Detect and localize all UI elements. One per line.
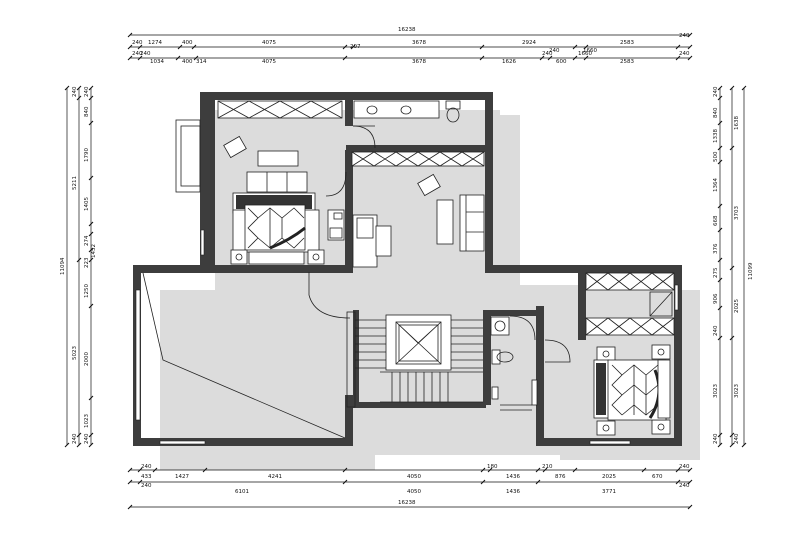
dim-right-outer-1: 3703 — [734, 206, 740, 220]
dim-bot-r1-0: 240 — [141, 464, 152, 470]
dim-bot-r2-1: 6101 — [235, 489, 249, 495]
dim-top-r1-7: 240 — [549, 48, 560, 54]
dim-top-r1-9: 2583 — [620, 40, 634, 46]
dim-bot-r2-0: 240 — [141, 483, 152, 489]
wardrobe-side-panel — [649, 291, 673, 317]
dim-left-inner-0: 240 — [84, 86, 90, 97]
wardrobe-corridor — [351, 151, 485, 167]
dim-top-r2-1: 240 — [140, 51, 151, 57]
dim-right-inner-7: 275 — [713, 267, 719, 278]
dim-bot-r1-5: 180 — [487, 464, 498, 470]
bathroom-top-fixtures — [352, 100, 461, 149]
dim-bot-r1-1: 433 — [141, 474, 152, 480]
dimensions-bottom: 240 433 1427 4241 4050 180 1436 210 876 … — [127, 464, 693, 510]
dim-bot-total: 16238 — [398, 500, 416, 506]
dim-top-r2-8: 240 — [542, 51, 553, 57]
dim-right-inner-6: 376 — [713, 243, 719, 254]
dimensions-top: 16238 240 1274 400 4075 207 3678 2924 24… — [127, 27, 693, 65]
bedroom-lower-furniture — [544, 339, 671, 436]
wardrobe-right-1 — [585, 272, 675, 291]
dim-left-inner-2: 1790 — [84, 148, 90, 162]
dim-bot-r1-10: 670 — [652, 474, 663, 480]
dim-left-inner-4: 274 — [84, 235, 90, 246]
dim-right-outer-3: 3023 — [734, 384, 740, 398]
dim-right-inner-0: 240 — [713, 86, 719, 97]
dim-right-inner-2: 1338 — [713, 129, 719, 143]
dim-bot-r2-2: 4050 — [407, 489, 421, 495]
windows — [135, 229, 679, 445]
dim-top-r2-5: 4075 — [262, 59, 276, 65]
dim-left-outer-1: 5211 — [72, 176, 78, 190]
dim-right-inner-11: 240 — [713, 433, 719, 444]
dim-top-r1-1: 1274 — [148, 40, 162, 46]
bedroom-upper-furniture — [223, 135, 345, 265]
dim-top-r2-10: 1660 — [578, 51, 592, 57]
dim-right-inner-8: 906 — [713, 293, 719, 304]
dim-top-r1-2: 400 — [182, 40, 193, 46]
dim-top-r2-9: 600 — [556, 59, 567, 65]
dim-top-r2-6: 3678 — [412, 59, 426, 65]
dim-right-inner-9: 240 — [713, 325, 719, 336]
dim-top-r1-5: 3678 — [412, 40, 426, 46]
dim-right-inner-4: 1364 — [713, 178, 719, 192]
wardrobe-top-left — [217, 100, 343, 119]
dim-left-inner-3: 1405 — [84, 197, 90, 211]
dim-left-inner-6: 223 — [84, 257, 90, 268]
bathroom-lower-fixtures — [490, 315, 538, 411]
dim-bot-r1-6: 1436 — [506, 474, 520, 480]
dim-left-inner-10: 240 — [84, 433, 90, 444]
dim-bot-r1-8: 876 — [555, 474, 566, 480]
dim-top-r1-4: 207 — [350, 44, 361, 50]
stair-elevator — [346, 311, 483, 408]
dim-left-inner-8: 2000 — [84, 352, 90, 366]
dim-top-r1-6: 2924 — [522, 40, 536, 46]
dim-left-inner-1: 840 — [84, 106, 90, 117]
dim-top-r2-12: 240 — [679, 51, 690, 57]
dim-left-outer-3: 240 — [72, 433, 78, 444]
dim-bot-r1-9: 2025 — [602, 474, 616, 480]
dim-top-r2-3: 400 — [182, 59, 193, 65]
dim-top-r1-10: 240 — [679, 33, 690, 39]
dim-bot-r2-3: 1436 — [506, 489, 520, 495]
dim-right-inner-1: 840 — [713, 107, 719, 118]
dim-top-r2-7: 1626 — [502, 59, 516, 65]
dim-bot-r1-4: 4050 — [407, 474, 421, 480]
dim-right-outer-4: 240 — [734, 433, 740, 444]
dim-left-inner-9: 1023 — [84, 414, 90, 428]
dim-right-outer-2: 2025 — [734, 299, 740, 313]
dim-left-outer-0: 240 — [72, 86, 78, 97]
dim-bot-r1-11: 240 — [679, 464, 690, 470]
dimensions-right: 11099 1638 3703 2025 3023 240 240 840 13… — [713, 85, 754, 448]
dimensions-left: 11094 240 5211 5023 240 240 840 1790 140… — [60, 85, 97, 448]
wardrobe-side-diagonal — [649, 291, 673, 317]
dim-left-total: 11094 — [60, 257, 66, 275]
dim-top-r1-8: 1660 — [583, 48, 597, 54]
stair-door-swing — [308, 272, 351, 319]
dim-right-total: 11099 — [748, 262, 754, 280]
wardrobe-right-2 — [585, 317, 675, 336]
dim-bot-r2-5: 240 — [679, 483, 690, 489]
bay-window — [175, 119, 201, 193]
dim-bot-r1-7: 210 — [542, 464, 553, 470]
dim-right-inner-10: 3023 — [713, 384, 719, 398]
dim-right-inner-5: 668 — [713, 215, 719, 226]
dim-left-inner-7: 1250 — [84, 284, 90, 298]
left-room-lines — [142, 272, 346, 439]
dim-top-r2-11: 2583 — [620, 59, 634, 65]
dim-top-r2-0: 240 — [132, 51, 143, 57]
dim-top-r2-4: 314 — [196, 59, 207, 65]
dim-bot-r1-2: 1427 — [175, 474, 189, 480]
dim-right-inner-3: 500 — [713, 151, 719, 162]
dim-right-outer-0: 1638 — [734, 116, 740, 130]
dim-left-inner-5: 1452 — [91, 244, 97, 258]
dim-top-total: 16238 — [398, 27, 416, 33]
dim-bot-r1-3: 4241 — [268, 474, 282, 480]
dim-top-r1-3: 4075 — [262, 40, 276, 46]
dim-top-r1-0: 240 — [132, 40, 143, 46]
dim-left-outer-2: 5023 — [72, 346, 78, 360]
living-area-furniture — [325, 171, 485, 268]
dim-bot-r2-4: 3771 — [602, 489, 616, 495]
dim-top-r2-2: 1034 — [150, 59, 164, 65]
